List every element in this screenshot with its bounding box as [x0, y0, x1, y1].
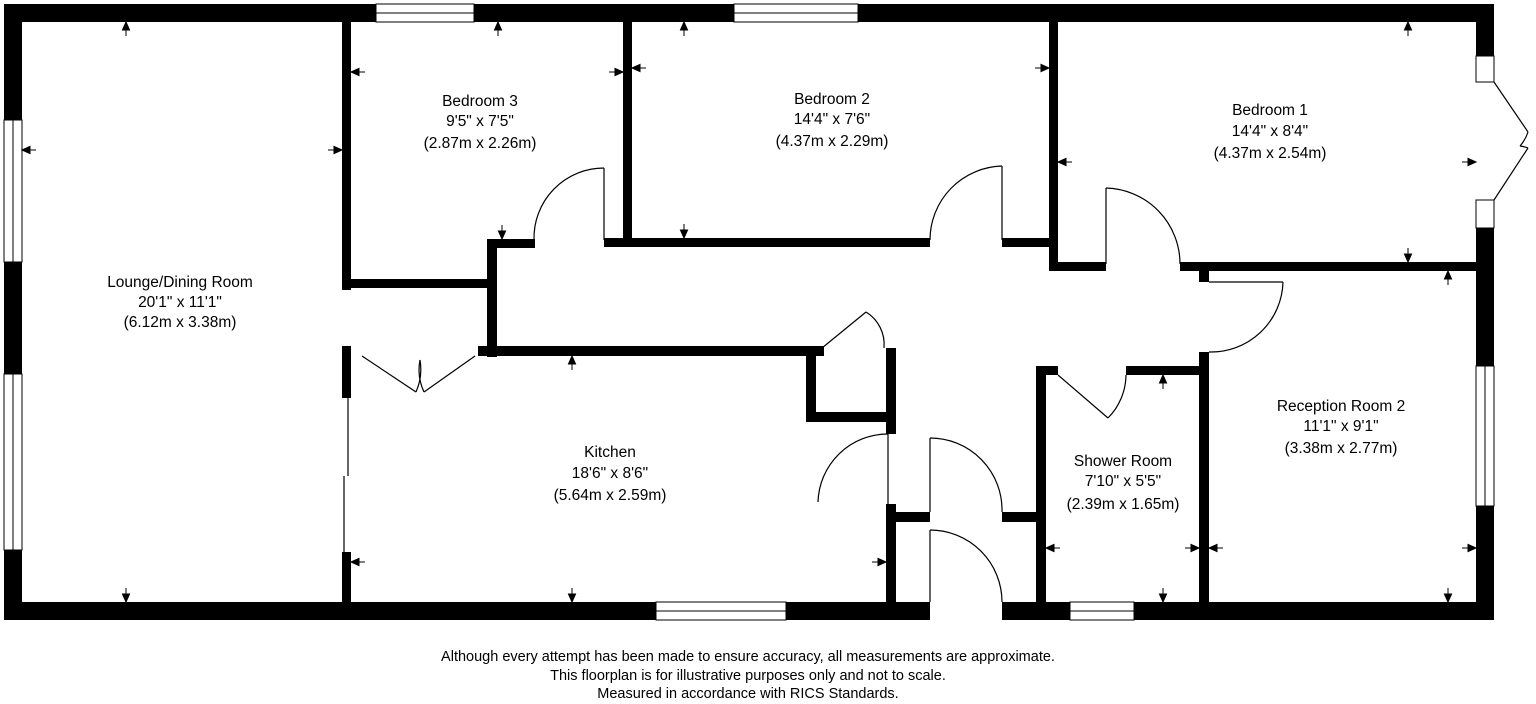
- disclaimer-line-2: This floorplan is for illustrative purpo…: [550, 667, 946, 684]
- room-dimensions-imperial: 9'5" x 7'5": [446, 113, 514, 130]
- dimension-arrow-head: [333, 145, 344, 155]
- dimension-arrow-head: [20, 145, 31, 155]
- doors: [343, 81, 1529, 603]
- room-dimensions-metric: (3.38m x 2.77m): [1285, 440, 1398, 457]
- dimension-arrow-head: [567, 354, 577, 365]
- windows: [3, 3, 1495, 621]
- dimension-arrow-head: [1467, 157, 1478, 167]
- dimension-arrow-head: [1040, 63, 1051, 73]
- dimension-arrow-head: [1056, 157, 1067, 167]
- room-bedroom-3: Bedroom 3 9'5" x 7'5" (2.87m x 2.26m): [424, 93, 537, 152]
- room-bedroom-1: Bedroom 1 14'4" x 8'4" (4.37m x 2.54m): [1214, 102, 1327, 162]
- room-bedroom-2: Bedroom 2 14'4" x 7'6" (4.37m x 2.29m): [776, 91, 889, 150]
- room-name: Bedroom 1: [1232, 102, 1308, 119]
- floorplan: Lounge/Dining Room 20'1" x 11'1" (6.12m …: [3, 3, 1529, 621]
- dimension-arrow-head: [349, 67, 360, 77]
- dimension-arrow-head: [614, 67, 625, 77]
- room-dimensions-metric: (6.12m x 3.38m): [124, 314, 237, 331]
- room-dimensions-metric: (2.87m x 2.26m): [424, 135, 537, 152]
- disclaimer-line-3: Measured in accordance with RICS Standar…: [597, 686, 899, 702]
- room-name: Kitchen: [584, 444, 636, 461]
- dimension-arrow-head: [121, 593, 131, 604]
- room-dimensions-metric: (4.37m x 2.54m): [1214, 145, 1327, 162]
- room-dimensions-imperial: 18'6" x 8'6": [572, 465, 648, 482]
- room-name: Bedroom 2: [794, 91, 870, 108]
- dimension-arrow-head: [1403, 253, 1413, 264]
- room-dimensions-metric: (4.37m x 2.29m): [776, 133, 889, 150]
- room-dimensions-metric: (2.39m x 1.65m): [1067, 496, 1180, 513]
- dimension-arrow-head: [1207, 543, 1218, 553]
- room-name: Shower Room: [1074, 453, 1172, 470]
- interior-walls: [342, 22, 1476, 602]
- dimension-arrow-head: [497, 230, 507, 241]
- dimension-arrow-head: [1403, 20, 1413, 31]
- exterior-walls: [4, 4, 1494, 620]
- dimension-arrows: [20, 20, 1478, 604]
- dimension-arrow-head: [877, 557, 888, 567]
- room-dimensions-imperial: 7'10" x 5'5": [1085, 473, 1161, 490]
- dimension-arrow-head: [567, 593, 577, 604]
- room-reception-2: Reception Room 2 11'1" x 9'1" (3.38m x 2…: [1277, 398, 1405, 457]
- disclaimer: Although every attempt has been made to …: [0, 648, 1496, 704]
- room-dimensions-imperial: 11'1" x 9'1": [1303, 418, 1378, 435]
- dimension-arrow-head: [1443, 269, 1453, 280]
- room-name: Bedroom 3: [442, 93, 518, 110]
- room-dimensions-metric: (5.64m x 2.59m): [554, 487, 667, 504]
- dimension-arrow-head: [1190, 543, 1201, 553]
- room-kitchen: Kitchen 18'6" x 8'6" (5.64m x 2.59m): [554, 444, 667, 504]
- room-name: Lounge/Dining Room: [107, 274, 253, 291]
- dimension-arrow-head: [630, 63, 641, 73]
- room-dimensions-imperial: 20'1" x 11'1": [138, 294, 222, 311]
- dimension-arrow-head: [1443, 593, 1453, 604]
- dimension-arrow-head: [679, 229, 689, 240]
- room-lounge: Lounge/Dining Room 20'1" x 11'1" (6.12m …: [107, 274, 253, 331]
- dimension-arrow-head: [121, 20, 131, 31]
- room-shower: Shower Room 7'10" x 5'5" (2.39m x 1.65m): [1067, 453, 1180, 513]
- dimension-arrow-head: [1044, 543, 1055, 553]
- disclaimer-line-1: Although every attempt has been made to …: [441, 649, 1055, 665]
- dimension-arrow-head: [349, 557, 360, 567]
- dimension-arrow-head: [679, 20, 689, 31]
- room-name: Reception Room 2: [1277, 398, 1405, 415]
- dimension-arrow-head: [1158, 593, 1168, 604]
- room-dimensions-imperial: 14'4" x 8'4": [1232, 123, 1308, 140]
- dimension-arrow-head: [1467, 543, 1478, 553]
- dimension-arrow-head: [1158, 373, 1168, 384]
- dimension-arrow-head: [493, 20, 503, 31]
- room-dimensions-imperial: 14'4" x 7'6": [794, 111, 870, 128]
